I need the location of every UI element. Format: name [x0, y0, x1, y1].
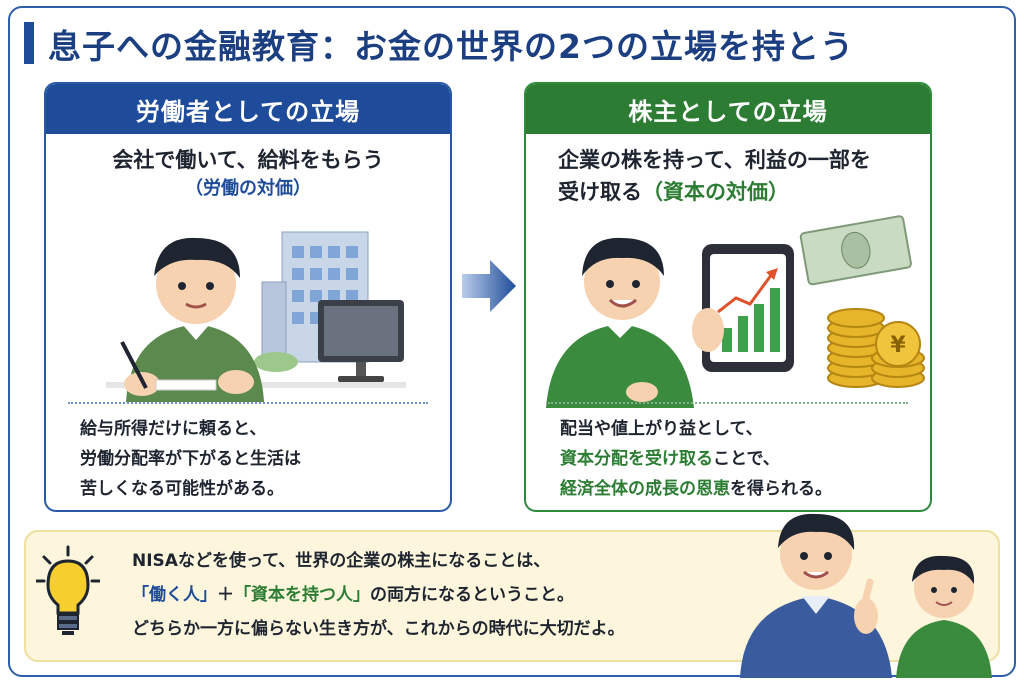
shareholder-body-highlight: 資本分配を受け取る	[560, 449, 713, 469]
shareholder-lead-line1: 企業の株を持って、利益の一部を	[558, 148, 871, 172]
worker-body-line: 苦しくなる可能性がある。	[80, 479, 284, 499]
shareholder-lead-sub: （資本の対価）	[642, 180, 789, 204]
upward-chart-icon	[717, 273, 774, 314]
worker-body-line: 労働分配率が下がると生活は	[80, 449, 301, 469]
worker-person-icon	[120, 237, 264, 402]
worker-lead-sub: （労働の対価）	[185, 178, 311, 199]
banner-quote-worker: 「働く人」	[132, 585, 217, 605]
shareholder-divider	[548, 402, 908, 404]
lightbulb-icon	[36, 545, 100, 635]
father-person-icon	[740, 513, 892, 678]
shareholder-body-highlight: 経済全体の成長の恩恵	[560, 479, 730, 499]
title-accent-bar	[24, 22, 34, 64]
worker-card-heading: 労働者としての立場	[46, 84, 450, 134]
page-title: 息子への金融教育：お金の世界の2つの立場を持とう	[48, 27, 854, 66]
banner-line2: 「働く人」＋「資本を持つ人」の両方になるということ。	[132, 578, 625, 612]
worker-lead-text: 会社で働いて、給料をもらう	[112, 148, 384, 172]
worker-card-body: 給与所得だけに頼ると、 労働分配率が下がると生活は 苦しくなる可能性がある。	[80, 414, 301, 504]
shareholder-body-line2: 資本分配を受け取ることで、	[560, 444, 832, 474]
banner-quote-capital: 「資本を持つ人」	[234, 585, 370, 605]
banner-text: NISAなどを使って、世界の企業の株主になることは、 「働く人」＋「資本を持つ人…	[132, 544, 625, 646]
shareholder-lead-line2: 受け取る（資本の対価）	[558, 176, 930, 208]
banner-line1: NISAなどを使って、世界の企業の株主になることは、	[132, 551, 551, 571]
shareholder-card-body: 配当や値上がり益として、 資本分配を受け取ることで、 経済全体の成長の恩恵を得ら…	[560, 414, 832, 504]
computer-monitor-icon	[318, 300, 404, 382]
banner-line2-rest: の両方になるということ。	[370, 585, 574, 605]
banner-line3: どちらか一方に偏らない生き方が、これからの時代に大切だよ。	[132, 619, 625, 639]
shareholder-card-lead: 企業の株を持って、利益の一部を 受け取る（資本の対価）	[526, 144, 930, 208]
father-son-illustration	[740, 513, 992, 678]
shareholder-card-heading: 株主としての立場	[526, 84, 930, 134]
worker-body-line: 給与所得だけに頼ると、	[80, 419, 267, 439]
worker-card-lead: 会社で働いて、給料をもらう （労働の対価）	[46, 144, 450, 202]
banner-plus: ＋	[217, 585, 234, 605]
shareholder-card: 株主としての立場 企業の株を持って、利益の一部を 受け取る（資本の対価）	[524, 82, 932, 512]
shareholder-person-icon	[546, 237, 724, 408]
arrow-right-icon	[462, 260, 516, 312]
shareholder-body-line3: 経済全体の成長の恩恵を得られる。	[560, 474, 832, 504]
worker-illustration	[106, 231, 406, 402]
yen-symbol: ¥	[890, 333, 906, 358]
worker-divider	[68, 402, 428, 404]
banknote-icon	[799, 215, 912, 286]
shareholder-body-text: を得られる。	[730, 479, 832, 499]
coin-stack-icon: ¥	[827, 308, 925, 388]
shareholder-body-text: ことで、	[713, 449, 780, 469]
shareholder-lead-prefix: 受け取る	[558, 180, 642, 204]
tablet-chart-icon	[702, 244, 794, 372]
shareholder-body-line1: 配当や値上がり益として、	[560, 419, 763, 439]
worker-card: 労働者としての立場 会社で働いて、給料をもらう （労働の対価）	[44, 82, 452, 512]
shareholder-illustration: ¥	[546, 215, 925, 408]
son-person-icon	[896, 555, 992, 678]
